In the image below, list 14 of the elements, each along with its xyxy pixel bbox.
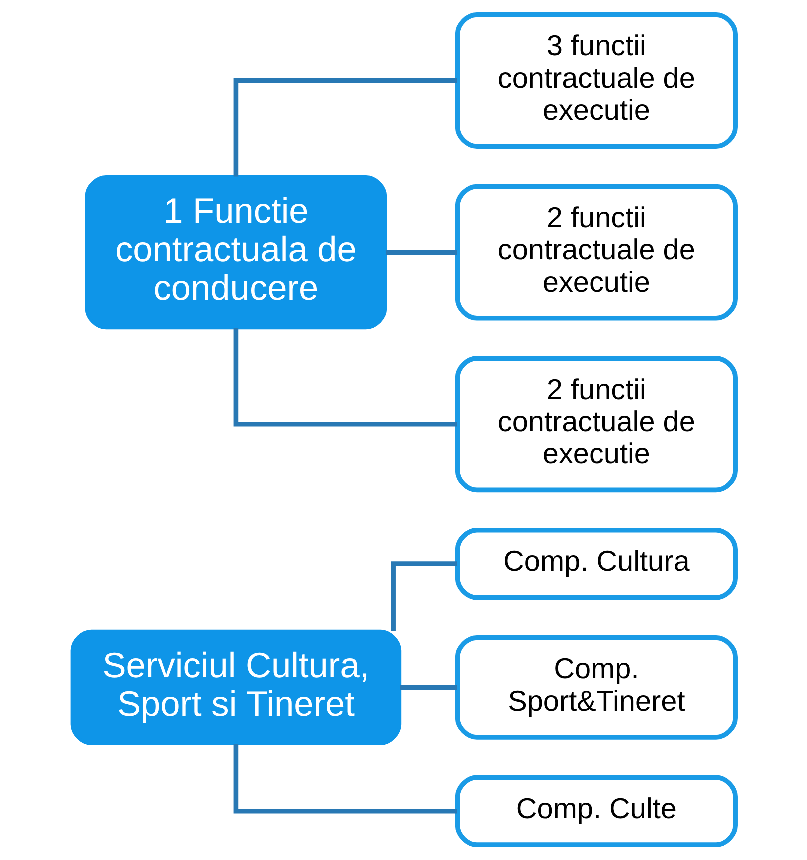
connector [233,328,457,427]
connector [233,744,457,814]
node-box: 1 Functie contractuala de conducere [84,176,387,330]
node-box: Comp. Cultura [454,528,738,600]
node-box: 3 functii contractuale de executie [454,12,738,149]
connector [385,250,457,255]
node-box: Serviciul Cultura, Sport si Tineret [70,630,402,746]
connector [400,685,457,690]
node-box: 2 functii contractuale de executie [454,356,738,493]
connector [233,78,457,177]
node-box: Comp. Culte [454,775,738,848]
node-box: Comp. Sport&Tineret [454,636,738,740]
connector [390,562,457,631]
node-box: 2 functii contractuale de executie [454,184,738,321]
